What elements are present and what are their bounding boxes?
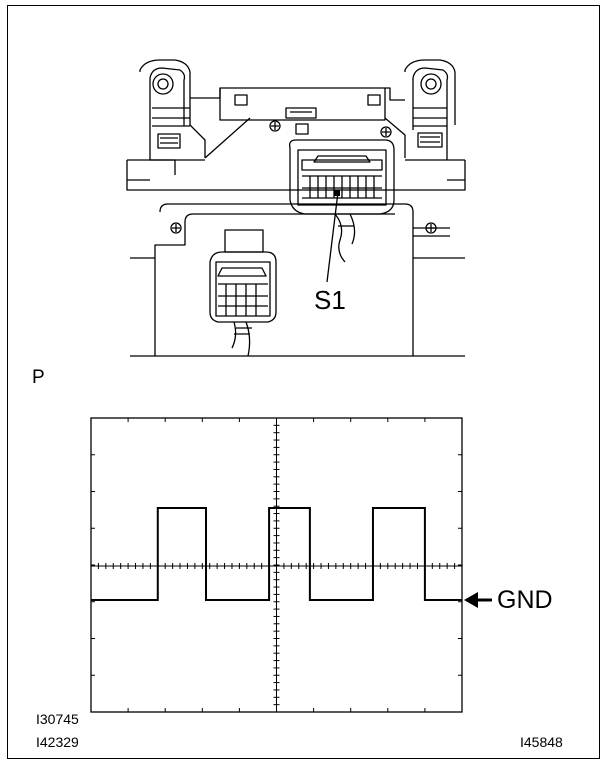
s1-leader-line — [326, 191, 339, 283]
figure-code: I42329 — [36, 734, 79, 750]
figure-frame — [7, 5, 600, 759]
upper-housing — [126, 87, 466, 191]
figure-code: I30745 — [36, 711, 79, 727]
gnd-arrow — [464, 592, 492, 608]
connector-s1 — [288, 139, 395, 263]
connector-second — [209, 229, 277, 357]
s1-pin-marker — [334, 190, 340, 196]
figure-code: I45848 — [520, 734, 563, 750]
right-bracket — [404, 59, 456, 160]
waveform-trace — [91, 507, 462, 601]
section-label: P — [32, 367, 45, 388]
left-bracket — [139, 59, 206, 175]
gnd-label: GND — [497, 586, 553, 614]
connector-s1-label: S1 — [314, 285, 346, 315]
scope-graticule — [90, 417, 463, 713]
main-plate — [130, 203, 465, 357]
